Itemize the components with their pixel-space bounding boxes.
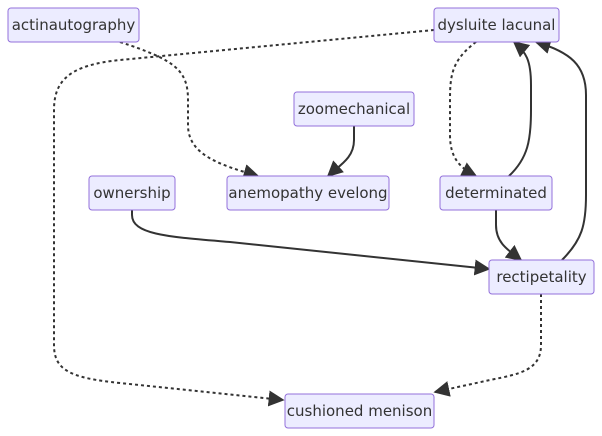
node-label: cushioned menison: [287, 402, 432, 420]
node-box: [293, 91, 415, 127]
edge-zoomechanical-to-anemopathy-evelong: [326, 126, 355, 178]
edges: [53, 29, 587, 407]
edge-determinated-to-rectipetality: [495, 210, 523, 261]
node-actinautography[interactable]: actinautography: [7, 7, 140, 43]
node-ownership[interactable]: ownership: [88, 175, 176, 211]
node-zoomechanical[interactable]: zoomechanical: [293, 91, 415, 127]
node-label: anemopathy evelong: [228, 184, 387, 202]
node-determinated[interactable]: determinated: [439, 175, 553, 211]
edge-actinautography-to-anemopathy-evelong: [119, 41, 260, 180]
node-label: zoomechanical: [298, 100, 410, 118]
node-label: determinated: [445, 184, 547, 202]
edge-dysluite-lacunal-to-determinated: [449, 41, 478, 177]
node-box: [433, 7, 560, 43]
node-label: ownership: [93, 184, 170, 202]
edge-rectipetality-to-dysluite-lacunal: [534, 38, 587, 261]
node-box: [226, 175, 390, 211]
node-anemopathy-evelong[interactable]: anemopathy evelong: [226, 175, 390, 211]
node-cushioned-menison[interactable]: cushioned menison: [284, 393, 435, 429]
node-label: dysluite lacunal: [438, 16, 556, 34]
node-box: [7, 7, 140, 43]
node-box: [488, 259, 595, 295]
edge-ownership-to-rectipetality: [131, 210, 491, 276]
node-label: actinautography: [12, 16, 136, 34]
node-rectipetality[interactable]: rectipetality: [488, 259, 595, 295]
edge-dysluite-lacunal-to-cushioned-menison: [53, 29, 435, 407]
node-dysluite-lacunal[interactable]: dysluite lacunal: [433, 7, 560, 43]
nodes: actinautography dysluite lacunal zoomech…: [7, 7, 595, 429]
edge-rectipetality-to-cushioned-menison: [433, 294, 542, 397]
node-box: [284, 393, 435, 429]
edge-determinated-to-dysluite-lacunal: [508, 40, 532, 177]
node-box: [88, 175, 176, 211]
node-label: rectipetality: [496, 268, 586, 286]
node-box: [439, 175, 553, 211]
